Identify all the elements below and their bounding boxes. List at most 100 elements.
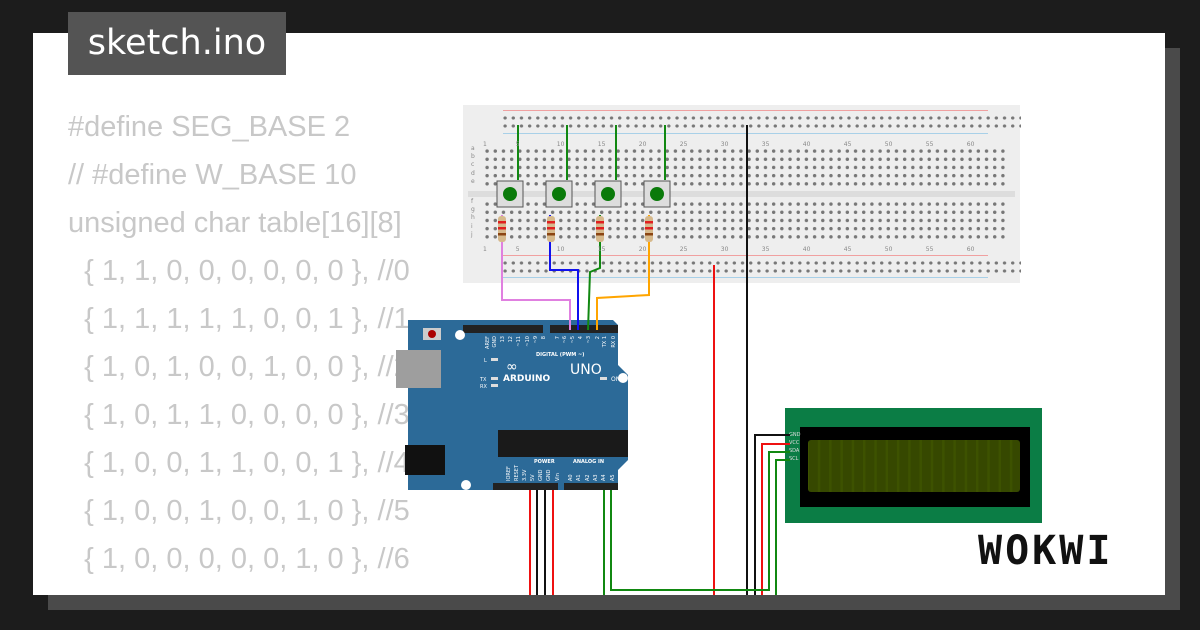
led-l: [491, 358, 498, 361]
analog-pin-label: A4: [601, 474, 607, 481]
wire-blue: [549, 215, 579, 330]
reset-button[interactable]: [428, 330, 436, 338]
digital-pin-label: 13: [500, 336, 506, 342]
infinity-logo: ∞: [506, 359, 518, 375]
digital-pin-label: RX 0: [611, 336, 617, 348]
analog-pin-label: A5: [610, 474, 616, 481]
digital-pin-label: ~10: [525, 336, 531, 347]
file-title-badge: sketch.ino: [68, 12, 286, 75]
resistor-band: [645, 221, 653, 224]
rail-line-minus: [503, 133, 988, 134]
led-rx: [491, 384, 498, 387]
lcd-1602[interactable]: GND VCC SDA SCL: [785, 408, 1042, 523]
power-pin-label: IOREF: [506, 466, 512, 481]
resistor-band: [547, 227, 555, 230]
center-channel: [468, 191, 1015, 197]
power-label: POWER: [534, 459, 555, 465]
rail-line-minus-bottom: [503, 277, 988, 278]
code-line: unsigned char table[16][8]: [68, 207, 402, 239]
power-pin-label: 3.3V: [522, 469, 528, 481]
wire-orange: [596, 215, 650, 330]
lcd-pin-scl: SCL: [789, 456, 799, 462]
digital-pin-label: 4: [578, 336, 584, 339]
wokwi-logo: WOKWI: [978, 528, 1114, 574]
rail-line-plus-bottom: [503, 255, 988, 256]
power-pin-label: GND: [538, 469, 544, 481]
analog-pin-label: A1: [576, 474, 582, 481]
lcd-screen: [808, 440, 1020, 492]
resistor-band: [596, 233, 604, 236]
atmega-chip: [498, 430, 628, 457]
digital-pin-label: ~5: [570, 336, 576, 343]
wires: [496, 125, 790, 595]
resistor-band: [596, 221, 604, 224]
code-line: { 1, 0, 0, 0, 0, 0, 1, 0 }, //6: [68, 543, 410, 575]
pushbutton-cap: [503, 187, 517, 201]
analog-pin-label: A3: [593, 474, 599, 481]
resistor-band: [498, 221, 506, 224]
lcd-pin-gnd: GND: [789, 432, 801, 438]
digital-pin-label: ~9: [533, 336, 539, 343]
top-power-rail: [501, 114, 1021, 130]
code-line: { 1, 0, 1, 0, 0, 1, 0, 0 }, //2: [68, 351, 410, 383]
header-top-right: [550, 325, 618, 333]
led-tx: [491, 377, 498, 380]
mounting-hole: [455, 330, 465, 340]
power-pin-label: Vin: [555, 473, 561, 481]
preview-card: #define SEG_BASE 2 // #define W_BASE 10 un…: [33, 33, 1165, 595]
resistor-band: [547, 233, 555, 236]
model-label: UNO: [570, 362, 602, 378]
power-jack: [405, 445, 445, 475]
mounting-hole: [461, 480, 471, 490]
wire-lcd-vcc: [761, 443, 790, 595]
digital-pin-label: ~3: [586, 336, 592, 343]
pushbutton-cap: [552, 187, 566, 201]
arduino-uno[interactable]: L TX RX DIGITAL (PWM ~) ARDUINO ∞ UNO ON…: [396, 320, 631, 490]
code-line: // #define W_BASE 10: [68, 159, 357, 191]
code-line: { 1, 1, 0, 0, 0, 0, 0, 0 }, //0: [68, 255, 410, 287]
on-label: ON: [611, 376, 620, 383]
resistor-band: [498, 227, 506, 230]
power-pin-label: RESET: [514, 464, 520, 481]
header-analog: [564, 483, 618, 490]
code-line: { 1, 0, 0, 1, 1, 0, 0, 1 }, //4: [68, 447, 410, 479]
code-preview: #define SEG_BASE 2 // #define W_BASE 10 un…: [68, 103, 410, 595]
wire-lcd-gnd: [754, 434, 790, 595]
wire-pink: [501, 215, 571, 330]
wire-lcd-scl: [775, 459, 790, 595]
header-top-left: [463, 325, 543, 333]
resistor-band: [645, 233, 653, 236]
power-pin-label: 5V: [530, 474, 536, 481]
led-label-l: L: [484, 358, 487, 364]
header-power: [493, 483, 558, 490]
led-label-rx: RX: [480, 384, 487, 390]
pushbutton-cap: [650, 187, 664, 201]
bottom-power-rail: [501, 259, 1021, 275]
code-line: { 1, 1, 1, 1, 1, 0, 0, 1 }, //1: [68, 303, 410, 335]
led-label-tx: TX: [479, 377, 487, 383]
code-line: { 1, 0, 1, 1, 0, 0, 0, 0 }, //3: [68, 399, 410, 431]
code-line: #define SEG_BASE 2: [68, 111, 351, 143]
lcd-frame: [800, 427, 1030, 507]
digital-pin-label: ~6: [562, 336, 568, 343]
mounting-hole: [621, 465, 631, 475]
digital-pin-label: 8: [541, 336, 547, 339]
resistor-band: [547, 221, 555, 224]
analog-pin-label: A0: [568, 474, 574, 481]
lcd-pin-sda: SDA: [789, 448, 800, 454]
digital-pin-label: ~11: [516, 336, 522, 347]
code-line: { 1, 0, 0, 1, 0, 0, 1, 0 }, //5: [68, 495, 410, 527]
pushbutton-cap: [601, 187, 615, 201]
code-line: { 1, 1, 1, 1, 1, 0, 0, 0 }, //7: [68, 583, 410, 595]
digital-pin-label: GND: [492, 336, 498, 348]
arduino-logo-text: ARDUINO: [503, 374, 551, 384]
rail-line-plus: [503, 110, 988, 111]
led-on: [600, 377, 607, 380]
digital-pin-label: AREF: [485, 336, 491, 349]
digital-pin-label: TX 1: [602, 336, 608, 348]
lcd-pin-vcc: VCC: [789, 440, 800, 446]
digital-pin-label: 7: [555, 336, 561, 339]
digital-pin-label: 2: [595, 336, 601, 339]
usb-port: [396, 350, 441, 388]
digital-label: DIGITAL (PWM ~): [536, 352, 584, 358]
